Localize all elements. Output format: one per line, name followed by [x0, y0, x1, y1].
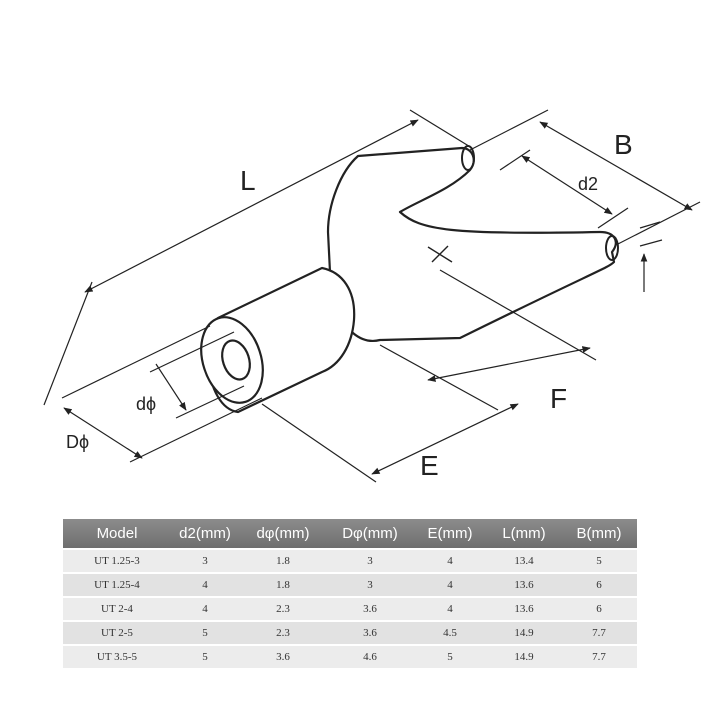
cell-Dphi: 4.6	[327, 644, 413, 668]
cell-E: 4	[413, 596, 487, 621]
header-B: B(mm)	[561, 519, 637, 549]
cell-model: UT 3.5-5	[63, 644, 171, 668]
label-d2: d2	[578, 174, 598, 194]
cell-d2: 4	[171, 596, 239, 621]
dim-dphi-line	[155, 363, 187, 411]
dim-d2-line	[521, 155, 613, 215]
cell-d2: 5	[171, 644, 239, 668]
cell-E: 4.5	[413, 620, 487, 645]
cell-dphi: 2.3	[239, 620, 327, 645]
header-L: L(mm)	[487, 519, 561, 549]
dim-E-line	[371, 403, 519, 475]
table-row: UT 3.5-5 5 3.6 4.6 5 14.9 7.7	[63, 644, 637, 668]
table-row: UT 1.25-4 4 1.8 3 4 13.6 6	[63, 572, 637, 597]
table-header-row: Model d2(mm) dφ(mm) Dφ(mm) E(mm) L(mm) B…	[63, 519, 637, 549]
dim-L-line	[84, 119, 419, 293]
cell-L: 14.9	[487, 620, 561, 645]
cell-Dphi: 3	[327, 548, 413, 573]
spec-table: Model d2(mm) dφ(mm) Dφ(mm) E(mm) L(mm) B…	[63, 519, 637, 668]
header-model: Model	[63, 519, 171, 549]
cell-dphi: 1.8	[239, 548, 327, 573]
fork-tip-lower	[605, 235, 619, 261]
label-F: F	[550, 383, 567, 414]
cell-dphi: 1.8	[239, 572, 327, 597]
header-Dphi: Dφ(mm)	[327, 519, 413, 549]
label-dphi: dϕ	[136, 394, 156, 414]
dim-B-line	[539, 121, 693, 211]
cell-d2: 3	[171, 548, 239, 573]
table-row: UT 1.25-3 3 1.8 3 4 13.4 5	[63, 548, 637, 573]
cell-model: UT 2-5	[63, 620, 171, 645]
cell-L: 13.4	[487, 548, 561, 573]
cell-model: UT 1.25-4	[63, 572, 171, 597]
cell-E: 5	[413, 644, 487, 668]
cell-model: UT 1.25-3	[63, 548, 171, 573]
cell-B: 6	[561, 572, 637, 597]
dimension-lines	[43, 109, 701, 483]
fork-terminal-diagram: L B d2 F E dϕ Dϕ	[43, 109, 701, 483]
table-row: UT 2-4 4 2.3 3.6 4 13.6 6	[63, 596, 637, 621]
cell-E: 4	[413, 572, 487, 597]
label-L: L	[240, 165, 256, 196]
cell-L: 13.6	[487, 596, 561, 621]
cell-B: 7.7	[561, 644, 637, 668]
cell-Dphi: 3.6	[327, 596, 413, 621]
fork-plate	[326, 146, 617, 343]
center-cross	[427, 245, 453, 263]
barrel-hole	[221, 339, 251, 381]
cell-model: UT 2-4	[63, 596, 171, 621]
label-B: B	[614, 129, 633, 160]
dim-F-line	[427, 346, 591, 382]
cell-B: 7.7	[561, 620, 637, 645]
cell-Dphi: 3	[327, 572, 413, 597]
cell-d2: 4	[171, 572, 239, 597]
cell-B: 6	[561, 596, 637, 621]
cell-E: 4	[413, 548, 487, 573]
cell-d2: 5	[171, 620, 239, 645]
cell-dphi: 3.6	[239, 644, 327, 668]
dim-Dphi-line	[63, 407, 143, 459]
table-row: UT 2-5 5 2.3 3.6 4.5 14.9 7.7	[63, 620, 637, 645]
cell-L: 14.9	[487, 644, 561, 668]
cell-Dphi: 3.6	[327, 620, 413, 645]
header-dphi: dφ(mm)	[239, 519, 327, 549]
header-E: E(mm)	[413, 519, 487, 549]
cell-B: 5	[561, 548, 637, 573]
header-d2: d2(mm)	[171, 519, 239, 549]
label-Dphi: Dϕ	[66, 432, 89, 452]
cell-L: 13.6	[487, 572, 561, 597]
label-E: E	[420, 450, 439, 481]
cell-dphi: 2.3	[239, 596, 327, 621]
